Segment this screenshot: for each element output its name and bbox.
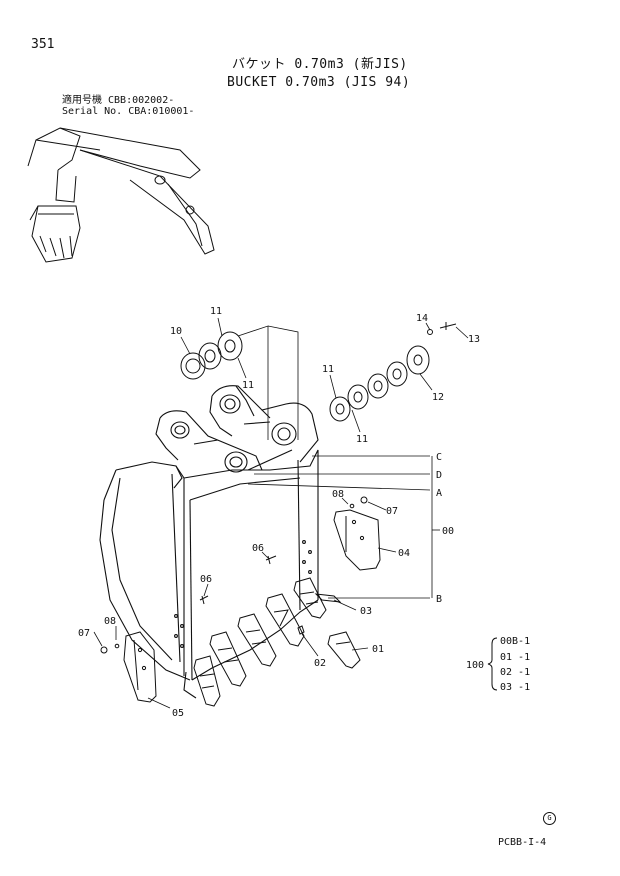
washer-08-b <box>114 643 120 649</box>
callout-05: 05 <box>172 708 184 719</box>
nut-07-a <box>360 496 368 504</box>
side-cutter-04 <box>333 509 381 571</box>
callout-11: 11 <box>356 434 368 445</box>
callout-08: 08 <box>332 489 344 500</box>
callout-01: 01 <box>372 644 384 655</box>
kit-item: 03 -1 <box>500 682 530 693</box>
leader-lines <box>93 317 469 709</box>
callout-06: 06 <box>252 543 264 554</box>
bolt-06-a <box>265 555 277 565</box>
ref-letter-a: A <box>436 488 442 499</box>
kit-list: 100 00B-1 01 -1 02 -1 03 -1 <box>466 636 530 693</box>
washer-08-a <box>349 503 355 509</box>
washer-14 <box>427 329 433 335</box>
kit-item: 01 -1 <box>500 652 530 663</box>
revision-mark: G <box>543 812 556 825</box>
callout-07: 07 <box>78 628 90 639</box>
kit-item: 02 -1 <box>500 667 530 678</box>
callout-07: 07 <box>386 506 398 517</box>
kit-brace <box>487 637 498 691</box>
title-japanese: バケット 0.70m3 (新JIS) <box>232 57 408 72</box>
kit-number: 100 <box>466 660 484 671</box>
nut-07-b <box>100 646 108 654</box>
footer-code: PCBB-I-4 <box>498 837 547 848</box>
title-english: BUCKET 0.70m3 (JIS 94) <box>227 75 411 90</box>
callout-11: 11 <box>210 306 222 317</box>
page-number: 351 <box>31 37 55 52</box>
callout-10: 10 <box>170 326 182 337</box>
bucket-teeth <box>193 577 361 707</box>
bolt-13 <box>439 322 457 330</box>
serial-number: Serial No. CBA:010001- <box>62 106 195 117</box>
callout-11: 11 <box>242 380 254 391</box>
callout-02: 02 <box>314 658 326 669</box>
ref-letter-c: C <box>436 452 442 463</box>
bucket-body <box>99 385 319 699</box>
excavator-arm-thumbnail <box>27 127 215 263</box>
shim-stack-right <box>329 345 430 422</box>
callout-04: 04 <box>398 548 410 559</box>
callout-00: 00 <box>442 526 454 537</box>
ref-letter-d: D <box>436 470 442 481</box>
shim-stack-left <box>180 331 243 380</box>
callout-08: 08 <box>104 616 116 627</box>
callout-14: 14 <box>416 313 428 324</box>
callout-03: 03 <box>360 606 372 617</box>
kit-item: 00B-1 <box>500 636 530 647</box>
side-cutter-05 <box>123 631 157 703</box>
callout-13: 13 <box>468 334 480 345</box>
callout-11: 11 <box>322 364 334 375</box>
ref-letter-b: B <box>436 594 442 605</box>
bolt-06-b <box>199 595 209 605</box>
applicable-model: 適用号機 CBB:002002- <box>62 95 175 106</box>
callout-06: 06 <box>200 574 212 585</box>
callout-12: 12 <box>432 392 444 403</box>
